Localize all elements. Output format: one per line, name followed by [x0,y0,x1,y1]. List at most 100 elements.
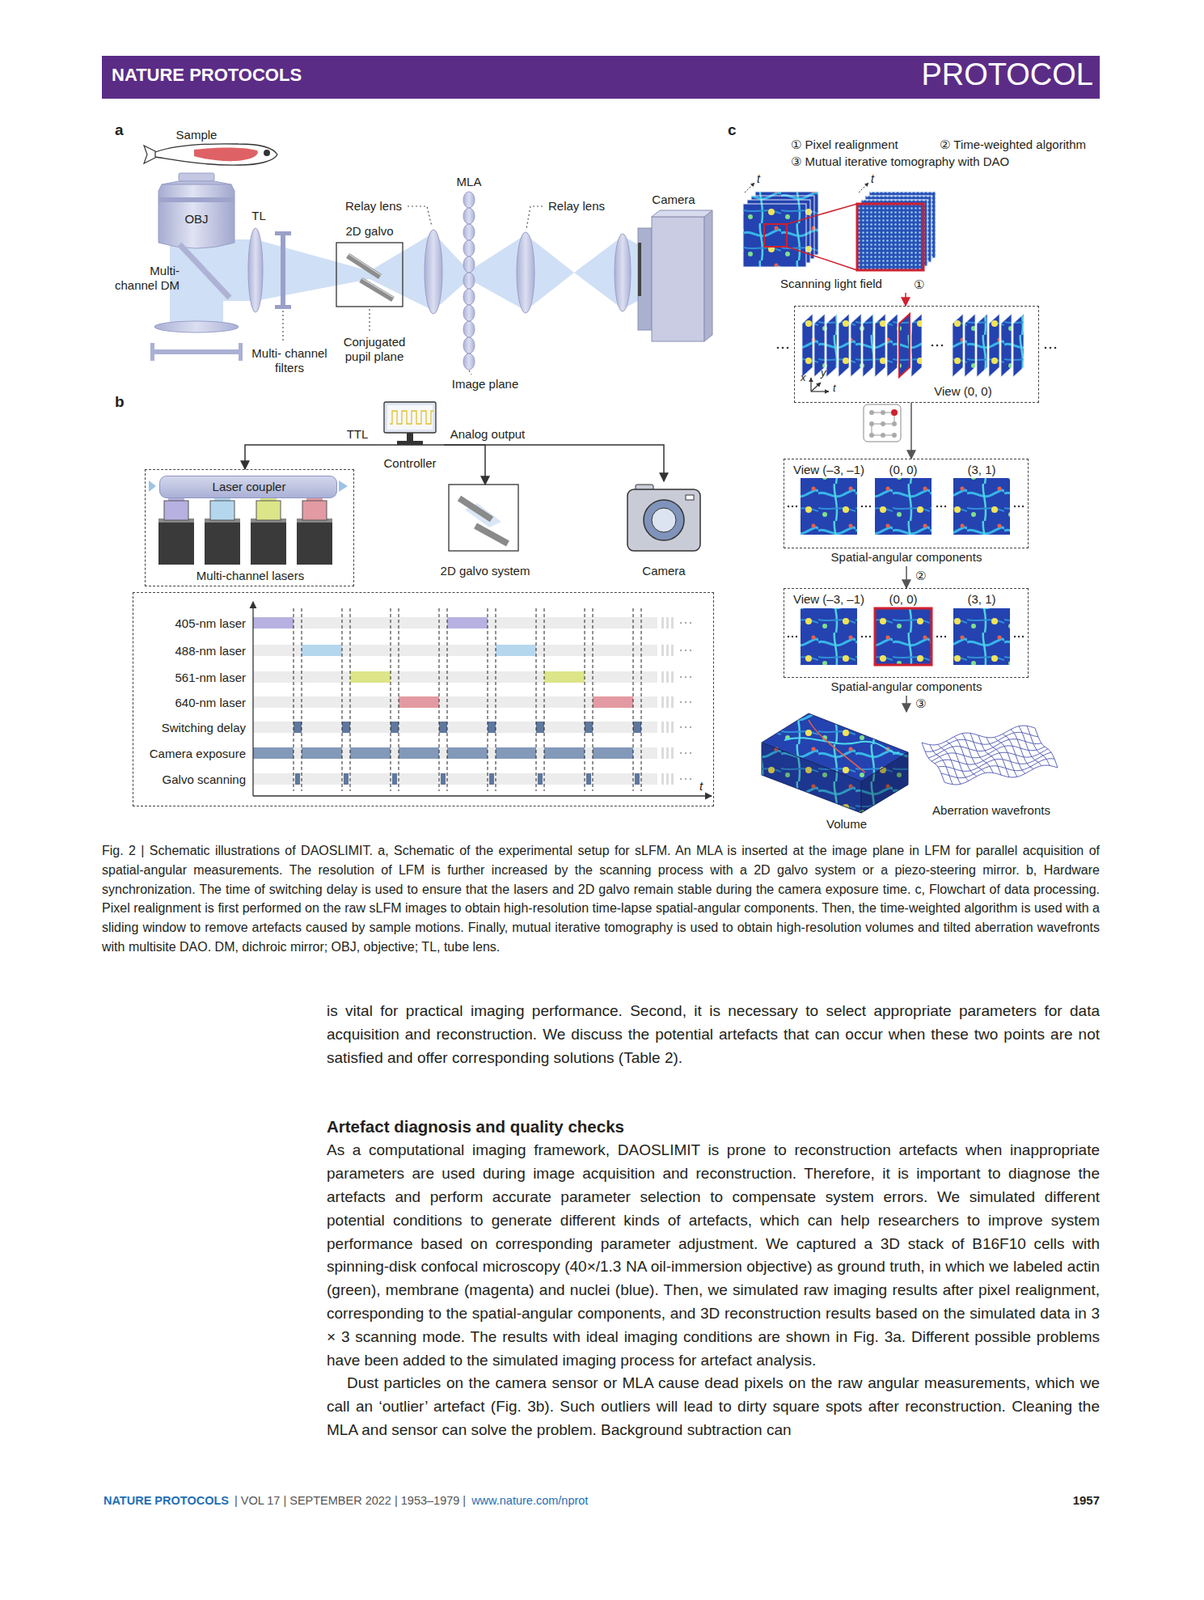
ellipsis-dots [1013,635,1016,638]
galvo-box [336,242,403,307]
timing-diagram [680,701,682,703]
microlens-array [463,321,475,338]
timing-diagram [253,747,658,759]
ellipsis-dots [944,635,947,638]
timing-diagram [689,649,692,651]
ellipsis-dots [1013,505,1016,507]
connector [904,292,907,306]
zebrafish-sample [194,147,258,162]
timing-diagram [671,616,674,629]
footer-text: | VOL 17 | SEPTEMBER 2022 | 1953–1979 | [234,1492,466,1508]
journal-name: NATURE PROTOCOLS [111,64,302,86]
view-frame [874,313,886,377]
camera-body [637,242,642,296]
scan-grid-icon [869,432,875,438]
coupler-chevron [338,480,348,492]
galvo-icon [459,498,492,520]
timing-diagram [633,608,634,791]
timing-diagram [439,721,448,733]
ellipsis-dots [1022,505,1024,507]
view-frame [988,313,1000,377]
timing-diagram [641,608,643,791]
zebrafish-sample [155,143,278,165]
part-label: MLA [456,174,482,190]
timing-diagram [689,726,692,728]
timing-diagram [342,721,351,733]
node-label: x [800,371,807,385]
galvo-icon [448,484,519,551]
laser-source [158,497,333,565]
timing-diagram [350,747,391,759]
timing-diagram [689,675,692,678]
edge-label: ② [913,568,928,583]
aberration-wavefront [1035,727,1058,768]
relay-lens [516,232,535,313]
timing-diagram [253,616,294,629]
part-label: OBJ [184,211,208,227]
scan-grid-icon [869,409,875,415]
timing-diagram [666,773,669,785]
timing-diagram [666,616,669,629]
camera-icon [627,484,701,551]
panel-letter: a [114,121,124,140]
section-heading: Artefact diagnosis and quality checks [326,1115,1100,1137]
spatial-angular-image [800,477,1010,665]
view-frame [838,313,850,377]
laser-source [158,521,195,565]
header-bar [101,55,1100,99]
microlens-array [463,272,475,289]
node-label: View (0, 0) [933,384,992,399]
timing-diagram [592,608,594,791]
timing-diagram [440,773,446,785]
node-label: Spatial-angular components [831,549,983,565]
aberration-wavefront [994,736,1018,777]
timing-diagram [684,649,687,651]
controller-monitor [387,405,433,430]
timing-diagram [671,773,674,785]
volume-cube [861,751,909,813]
relay-lens [424,229,443,314]
timing-diagram [253,671,658,683]
aberration-wavefront [937,743,961,784]
emission-filters [274,231,292,236]
timing-diagram [684,701,687,703]
timing-diagram [671,644,674,656]
part-label: Sample [176,127,218,143]
volume-cube [784,737,900,753]
laser-coupler: Laser coupler [159,475,338,499]
node-label: Multi-channel lasers [196,568,305,583]
panel-letter: b [114,392,125,412]
part-label: Multi- channel DM [111,263,180,293]
view-frame [1013,313,1024,377]
step-note: ② Time-weighted algorithm [939,137,1086,153]
timing-diagram [680,777,682,780]
view-frame [862,313,874,377]
timing-diagram [293,608,295,791]
timing-diagram [680,649,682,651]
node-label: (3, 1) [967,591,996,607]
ellipsis-dots [940,505,943,507]
timing-diagram [390,608,392,791]
part-label: Aberration wavefronts [932,802,1051,818]
node-label: View (–3, –1) [793,462,865,478]
camera-body [637,228,652,330]
timing-diagram [689,777,692,780]
timing-diagram [684,726,687,728]
timing-diagram [253,696,658,708]
aberration-wavefront [929,744,953,785]
microlens-array [463,240,475,257]
objective-lens [158,184,235,249]
coupler-chevron [148,480,348,492]
microlens-array [463,304,475,322]
laser-box: Laser couplerMulti-channel lasers [144,468,355,587]
time-arrow [744,182,755,193]
view-frame [887,313,898,377]
aberration-wavefront [978,735,1002,775]
node-label: t [699,778,703,794]
timing-diagram [661,773,664,785]
image-stack [786,246,858,271]
timing-diagram [390,721,399,733]
image-stack [743,191,936,271]
ellipsis-dots [941,344,944,347]
image-stack [786,203,858,224]
